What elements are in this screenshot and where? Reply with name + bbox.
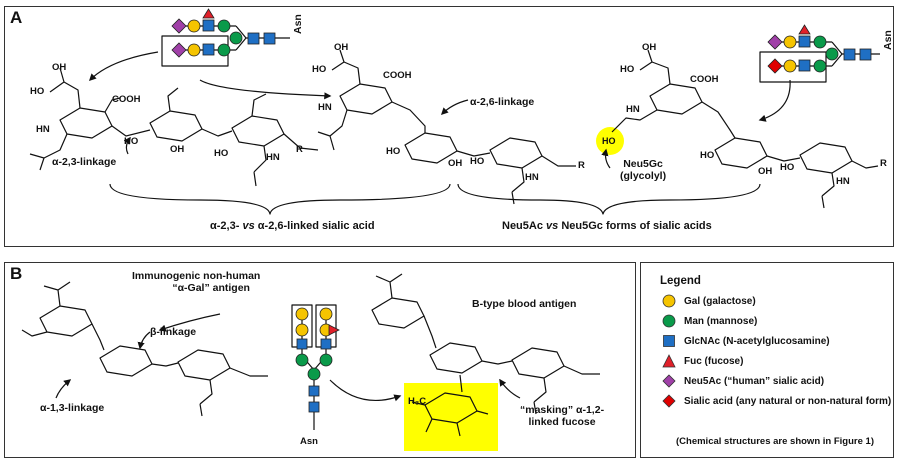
ring-e2 (429, 342, 483, 374)
r-c: R (880, 158, 887, 169)
ho-c1: HO (620, 64, 635, 75)
legend-item-sialic: Sialic acid (any natural or non-natural … (662, 394, 891, 408)
legend-item-glcnac: GlcNAc (N-acetylglucosamine) (662, 334, 830, 348)
oh-a1: OH (52, 62, 67, 73)
masking-fucose-label: “masking” α-1,2- linked fucose (520, 404, 605, 428)
ring-b1 (339, 83, 393, 115)
legend-item-fuc: Fuc (fucose) (662, 354, 743, 368)
oh-a2: OH (170, 144, 185, 155)
fuc-triangle-icon (662, 354, 676, 368)
ho-b1: HO (312, 64, 327, 75)
ho-c3: HO (780, 162, 795, 173)
hn-label-3: HN (626, 104, 640, 115)
neu5gc-label: Neu5Gc (glycolyl) (620, 158, 666, 182)
gal-circle-icon (662, 294, 676, 308)
neu5gc-title: Neu5Gc (623, 158, 663, 170)
r-a: R (296, 144, 303, 155)
legend-item-neu5ac: Neu5Ac (“human” sialic acid) (662, 374, 824, 388)
panel-a (4, 6, 894, 247)
asn-label-1: Asn (292, 14, 304, 34)
oh-b2: OH (448, 158, 463, 169)
glcnac-square-icon (663, 335, 675, 347)
btype-antigen-label: B-type blood antigen (472, 298, 577, 310)
alpha-26-linkage-label: α-2,6-linkage (470, 96, 535, 108)
man-circle-icon (662, 314, 676, 328)
glycan-tree-a-right (767, 24, 872, 74)
ho-c2: HO (700, 150, 715, 161)
ring-b3 (489, 137, 543, 169)
glycan-tree-a-left (171, 8, 276, 58)
asn-label-2: Asn (882, 30, 894, 50)
hn-label-1: HN (36, 124, 50, 135)
ring-d1 (39, 305, 93, 337)
neu5gc-subtitle: (glycolyl) (620, 170, 667, 182)
caption-sialic-forms: Neu5Ac vs Neu5Gc forms of sialic acids (502, 220, 712, 232)
alpha-23-linkage-label: α-2,3-linkage (52, 156, 117, 168)
glycolyl-highlight (596, 127, 624, 155)
legend-title: Legend (660, 275, 701, 287)
ho-a1: HO (30, 86, 45, 97)
ring-e3 (511, 347, 565, 379)
asn-label-b: Asn (300, 436, 318, 447)
panel-a-letter: A (10, 8, 23, 27)
ring-a2 (149, 110, 203, 142)
ring-c1 (649, 83, 703, 115)
sialic-diamond-icon (662, 394, 676, 408)
figure-reference-link[interactable]: Figure 1 (833, 436, 871, 447)
hn-b3: HN (525, 172, 539, 183)
r-b: R (578, 160, 585, 171)
neu5ac-diamond-icon (662, 374, 676, 388)
ho-b3: HO (470, 156, 485, 167)
caption-sialic-linkage: α-2,3- vs α-2,6-linked sialic acid (210, 220, 375, 232)
agal-antigen-label: Immunogenic non-human “α-Gal” antigen (132, 270, 261, 294)
panel-b (4, 262, 636, 458)
ho-b2: HO (386, 146, 401, 157)
alpha-13-linkage-label: α-1,3-linkage (40, 402, 105, 414)
ring-fucose (424, 392, 478, 424)
bracket-right (457, 183, 761, 215)
ho-a3: HO (214, 148, 229, 159)
h3c-label: H₃C (408, 396, 427, 407)
hn-c3: HN (836, 176, 850, 187)
panel-b-letter: B (10, 264, 23, 283)
glycan-tree-b (295, 307, 340, 413)
glycolyl-ho: HO (602, 136, 616, 146)
beta-linkage-label: β-linkage (150, 326, 197, 338)
legend-panel (640, 262, 894, 458)
ho-a2: HO (124, 136, 139, 147)
cooh-label-2: COOH (383, 70, 412, 81)
ring-c2 (714, 137, 768, 169)
ring-a3 (231, 115, 285, 147)
legend-item-gal: Gal (galactose) (662, 294, 756, 308)
ring-c3 (799, 142, 853, 174)
ring-e1 (371, 297, 425, 329)
hn-a3: HN (266, 152, 280, 163)
ring-d2 (99, 345, 153, 377)
bracket-left (109, 183, 451, 215)
legend-note: (Chemical structures are shown in Figure… (676, 436, 874, 447)
cooh-label-1: COOH (112, 94, 141, 105)
oh-c1: OH (642, 42, 657, 53)
legend-item-man: Man (mannose) (662, 314, 757, 328)
oh-b1: OH (334, 42, 349, 53)
ring-a1 (59, 107, 113, 139)
cooh-label-3: COOH (690, 74, 719, 85)
hn-label-2: HN (318, 102, 332, 113)
oh-c2: OH (758, 166, 773, 177)
ring-d3 (177, 349, 231, 381)
